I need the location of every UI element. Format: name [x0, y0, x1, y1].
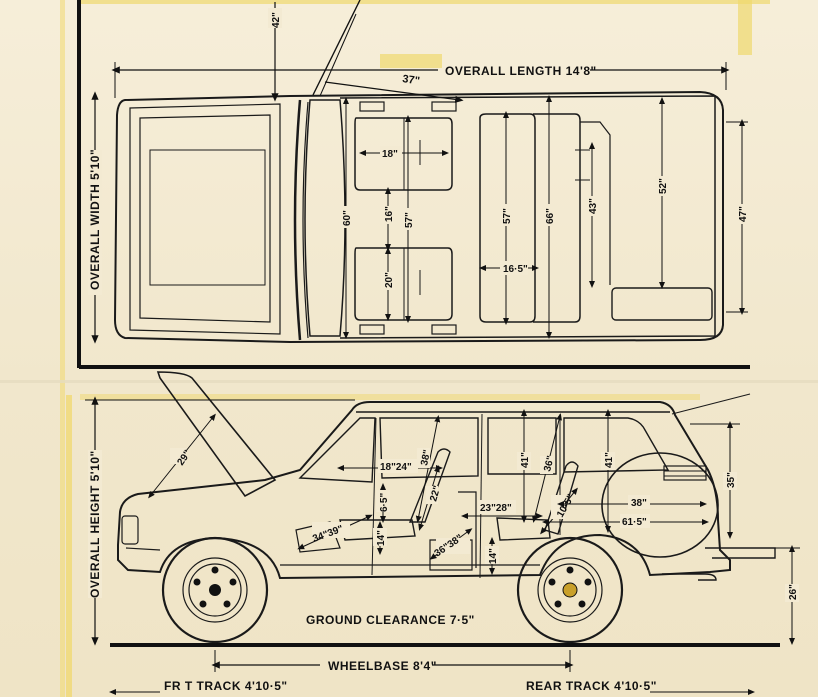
- dim-22: 22": [428, 484, 443, 503]
- dim-14-rear: 14": [488, 548, 499, 564]
- overall-length-label: OVERALL LENGTH 14'8": [445, 64, 597, 78]
- dim-60: 60": [342, 210, 353, 226]
- dim-52: 52": [658, 178, 669, 194]
- dim-47: 47": [738, 206, 749, 222]
- dim-57-front: 57": [404, 212, 415, 228]
- dim-41-rear-seat: 41": [520, 452, 531, 468]
- dim-6-5: 6·5": [379, 493, 390, 512]
- dim-37: 37": [402, 73, 421, 87]
- side-view: OVERALL HEIGHT 5'10" 29" 18"24" 38" 41" …: [85, 371, 800, 695]
- dim-41-load: 41": [604, 452, 615, 468]
- dim-20: 20": [384, 272, 395, 288]
- dim-38-front: 38": [419, 449, 433, 467]
- dim-18: 18": [382, 149, 398, 160]
- wheelbase-label: WHEELBASE 8'4": [328, 659, 437, 673]
- dim-66: 66": [545, 208, 556, 224]
- dim-61-5: 61·5": [622, 517, 647, 528]
- dim-35: 35": [726, 472, 737, 488]
- dim-26: 26": [788, 584, 799, 600]
- dim-57-rear: 57": [502, 208, 513, 224]
- dim-14-front: 14": [376, 530, 387, 546]
- dim-23-28: 23"28": [480, 503, 512, 514]
- top-view: OVERALL LENGTH 14'8" OVERALL WIDTH 5'10"…: [77, 0, 750, 369]
- overall-height-label: OVERALL HEIGHT 5'10": [88, 450, 102, 598]
- dim-43: 43": [588, 198, 599, 214]
- ground-clearance-label: GROUND CLEARANCE 7·5": [306, 613, 475, 627]
- dim-38-load: 38": [631, 498, 647, 509]
- overall-width-label: OVERALL WIDTH 5'10": [88, 149, 102, 290]
- front-track-label: FR T TRACK 4'10·5": [164, 679, 288, 693]
- rear-track-label: REAR TRACK 4'10·5": [526, 679, 657, 693]
- dim-18-24: 18"24": [380, 462, 412, 473]
- dim-16: 16": [384, 206, 395, 222]
- dim-36: 36": [542, 454, 557, 472]
- dim-16-5: 16·5": [503, 264, 528, 275]
- dim-42: 42": [271, 12, 282, 28]
